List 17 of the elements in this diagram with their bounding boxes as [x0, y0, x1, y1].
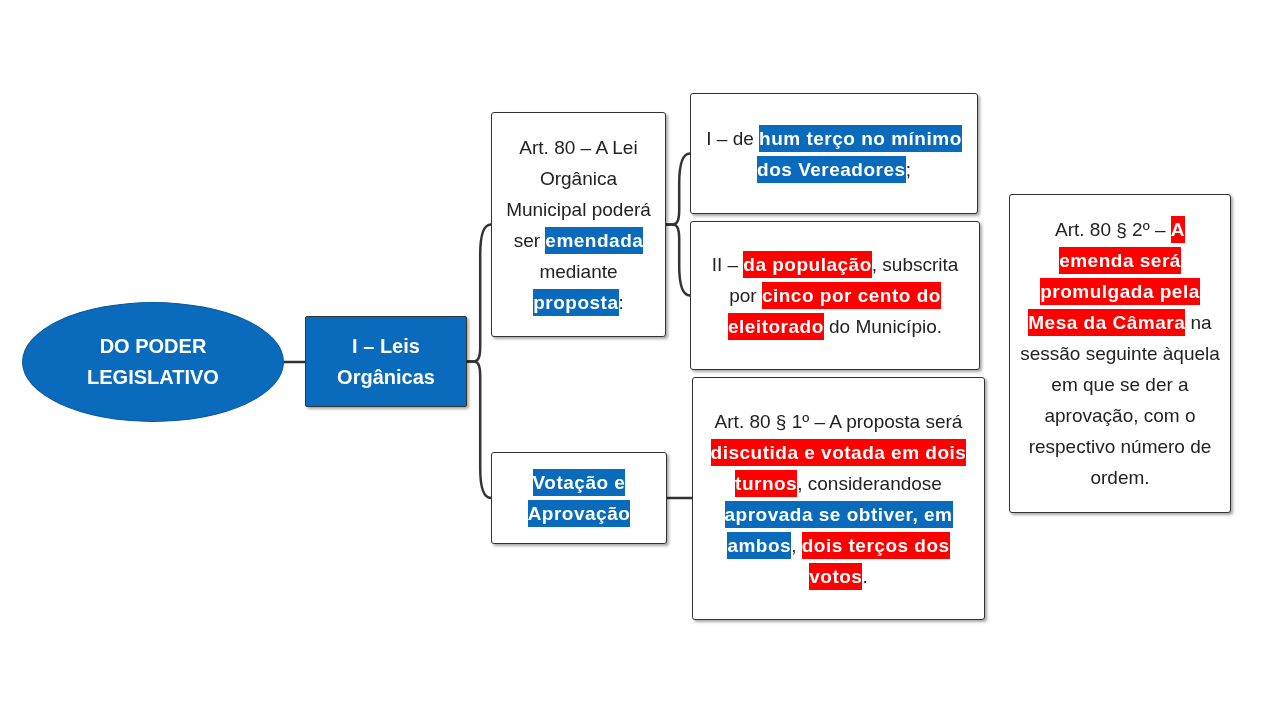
text-card [690, 221, 980, 370]
text-card [690, 93, 978, 214]
connector-line [667, 496, 692, 500]
node-text: Art. 80 § 2º – A emenda será promulgada pela Mesa da Câmara na sessão seguinte àquela em que se der a aprovação, com o respectivo número de ordem. [1018, 214, 1222, 493]
text-card [491, 452, 667, 544]
node-text: Art. 80 § 1º – A proposta será discutida e votada em dois turnos, considerandose aprovada se obtiver, em ambos, dois terços dos votos. [701, 405, 976, 592]
text-card [692, 377, 985, 620]
connector-line [666, 223, 691, 297]
node-text: II – da população, subscrita por cinco por cento do eleitorado do Município. [699, 249, 971, 342]
node-text: I – Leis Orgânicas [336, 333, 436, 390]
text-card [1009, 194, 1231, 513]
node-text: DO PODER LEGISLATIVO [86, 334, 220, 390]
node-text: Art. 80 – A Lei Orgânica Municipal poderá ser emendada mediante proposta: [500, 131, 657, 318]
connector-line [284, 360, 305, 364]
connector-line [467, 360, 492, 500]
topic-box [305, 316, 467, 407]
text-card [491, 112, 666, 337]
